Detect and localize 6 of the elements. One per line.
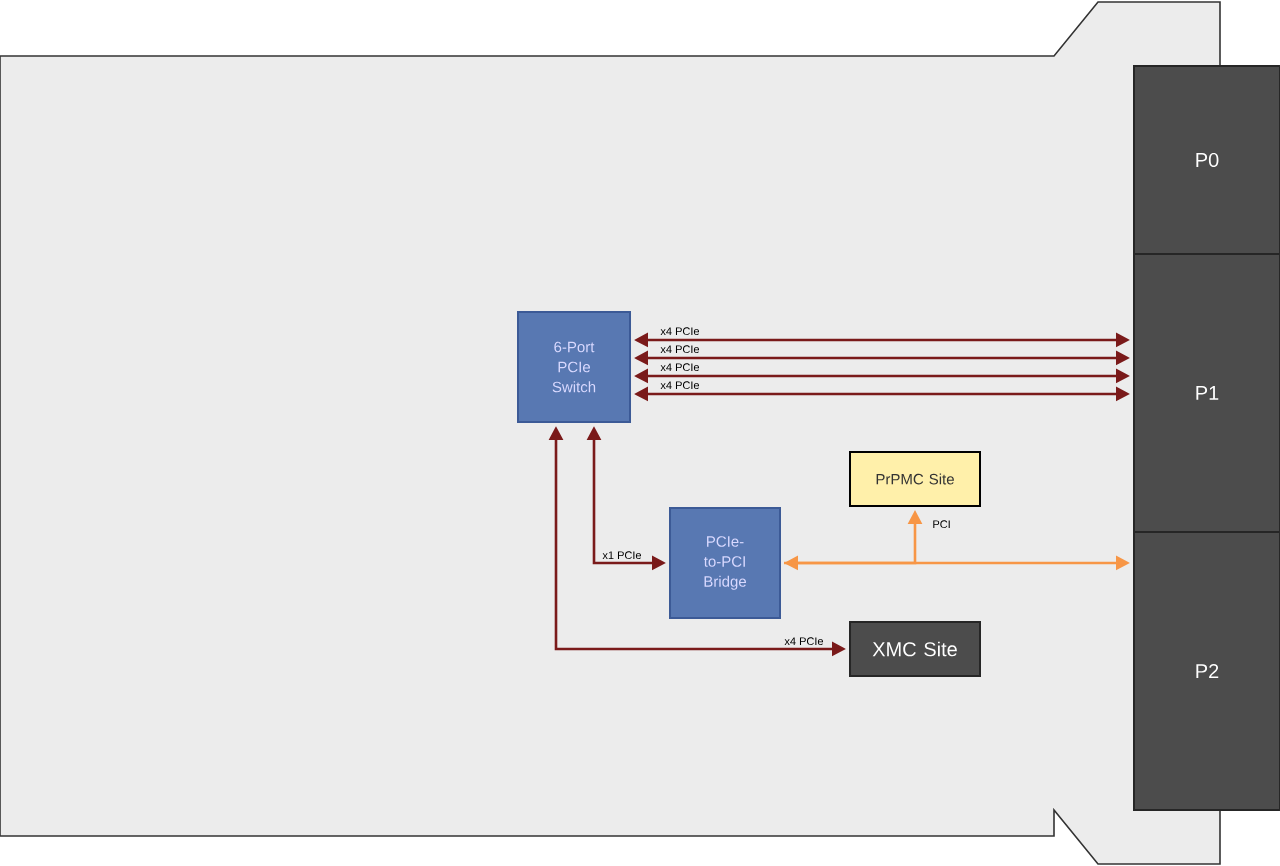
site-box: XMC Site — [849, 621, 981, 677]
node-label: P2 — [1196, 664, 1219, 678]
node-label: P0 — [1196, 152, 1219, 168]
connector-box: P0 — [1133, 65, 1280, 255]
connector-box: P2 — [1133, 531, 1280, 811]
connector-box: P1 — [1133, 253, 1280, 533]
